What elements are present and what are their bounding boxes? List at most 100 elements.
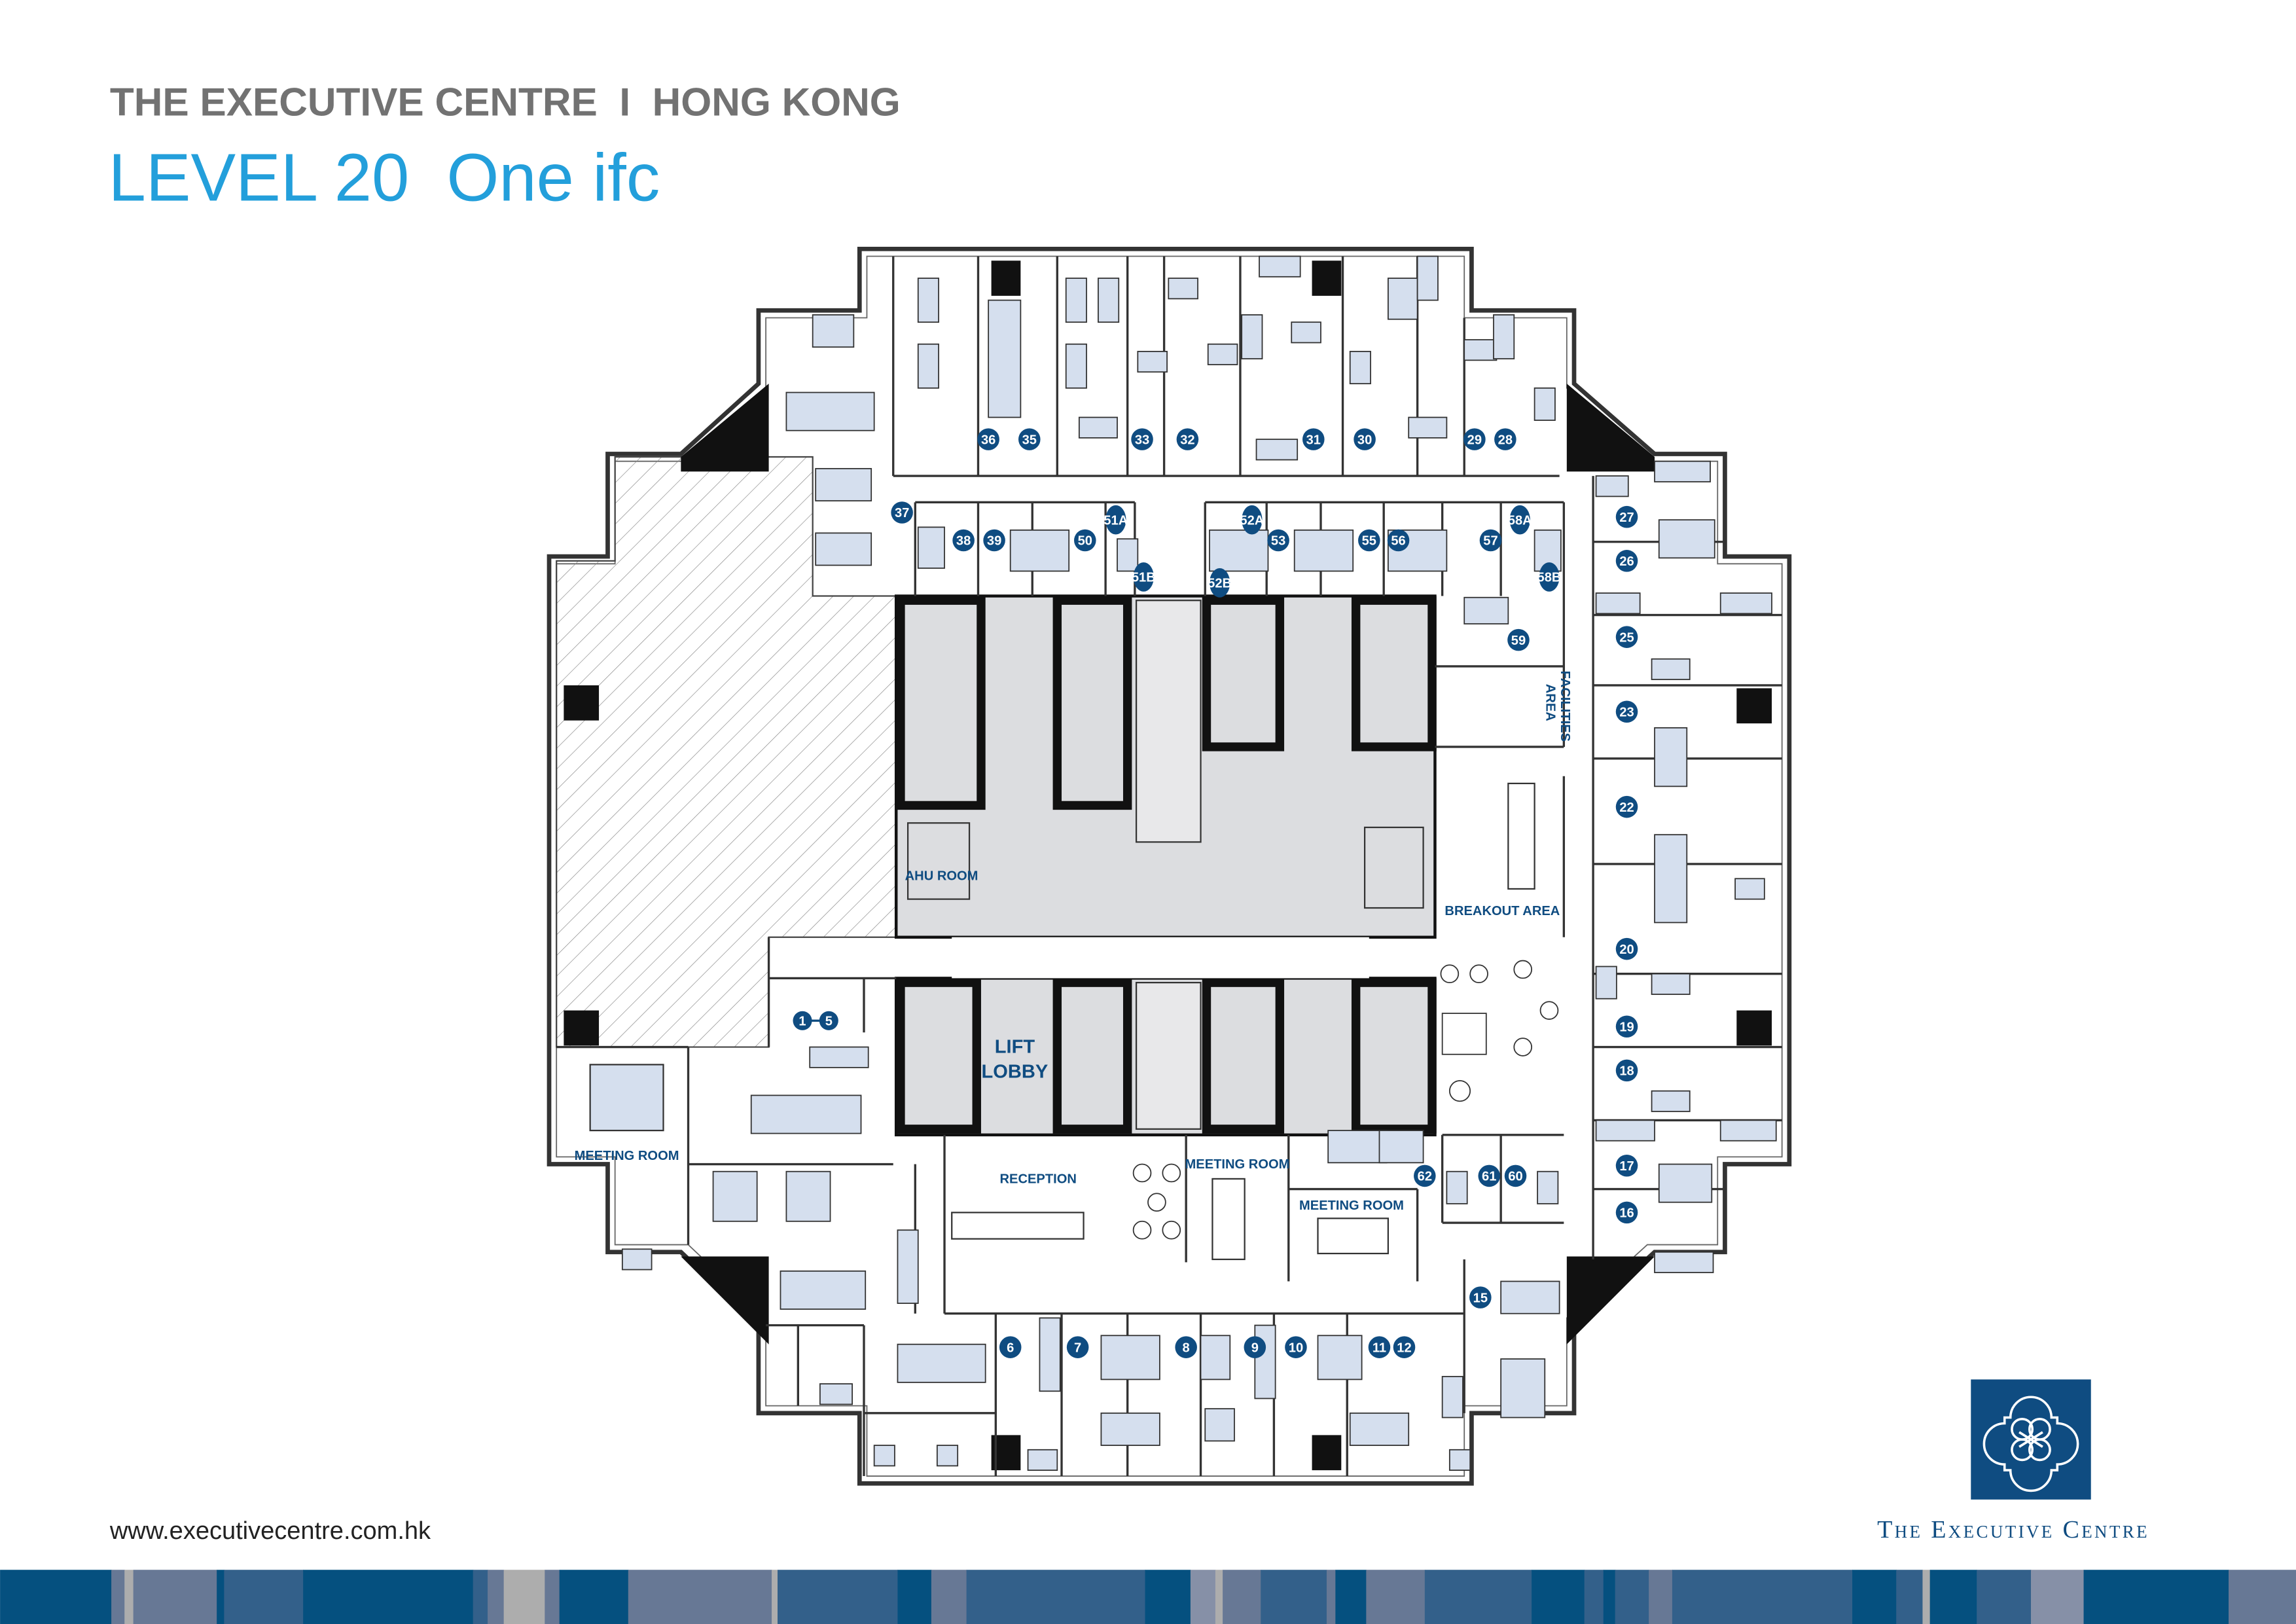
desk bbox=[621, 1248, 653, 1271]
desk bbox=[1009, 529, 1070, 572]
office-badge-19: 19 bbox=[1615, 1015, 1638, 1038]
stripe bbox=[931, 1570, 967, 1624]
desk bbox=[1039, 1317, 1061, 1392]
desk bbox=[1291, 321, 1321, 344]
desk bbox=[1734, 878, 1765, 900]
company-logo bbox=[1971, 1379, 2091, 1500]
desk bbox=[1595, 475, 1629, 497]
footer-stripe-band bbox=[0, 1570, 2296, 1624]
office-number: 39 bbox=[987, 534, 1001, 549]
office-badge-58a: 58A bbox=[1508, 505, 1532, 535]
desk bbox=[1378, 1130, 1424, 1164]
desk bbox=[1500, 1358, 1546, 1418]
office-badge-57: 57 bbox=[1479, 529, 1502, 552]
desk bbox=[1463, 339, 1498, 361]
desk bbox=[785, 1170, 831, 1222]
stripe bbox=[1424, 1570, 1532, 1624]
desk bbox=[1317, 1335, 1363, 1380]
desk bbox=[1658, 1163, 1713, 1203]
desk bbox=[1065, 343, 1087, 389]
stripe bbox=[1145, 1570, 1191, 1624]
stripe bbox=[1584, 1570, 1604, 1624]
desk bbox=[1117, 538, 1139, 572]
desk bbox=[1654, 727, 1688, 787]
office-badge-23: 23 bbox=[1615, 700, 1638, 723]
office-badge-32: 32 bbox=[1176, 428, 1199, 450]
office-number: 57 bbox=[1483, 534, 1498, 549]
office-badge-17: 17 bbox=[1615, 1154, 1638, 1177]
desk bbox=[815, 467, 872, 502]
desk bbox=[1349, 351, 1371, 385]
office-badge-61: 61 bbox=[1478, 1164, 1501, 1187]
stripe bbox=[778, 1570, 899, 1624]
desk bbox=[1027, 1449, 1058, 1471]
desk bbox=[1595, 592, 1641, 615]
meeting-table-centre bbox=[1211, 1178, 1246, 1261]
office-badge-51a: 51A bbox=[1103, 505, 1128, 535]
office-number: 51A bbox=[1103, 513, 1128, 528]
stripe bbox=[628, 1570, 772, 1624]
office-number: 51B bbox=[1132, 571, 1156, 585]
desk bbox=[1387, 278, 1418, 320]
stripe bbox=[2083, 1570, 2229, 1624]
office-number: 58B bbox=[1537, 571, 1562, 585]
desk bbox=[812, 314, 855, 348]
desk bbox=[1719, 1119, 1777, 1142]
desk bbox=[1500, 1280, 1560, 1314]
office-number: 25 bbox=[1619, 630, 1634, 645]
stripe bbox=[217, 1570, 225, 1624]
office-badge-20: 20 bbox=[1615, 937, 1638, 960]
desk bbox=[1207, 343, 1238, 365]
office-badge-6: 6 bbox=[999, 1336, 1022, 1358]
desk bbox=[1065, 278, 1087, 323]
office-number: 27 bbox=[1619, 511, 1634, 525]
office-badge-30: 30 bbox=[1354, 428, 1376, 450]
desk bbox=[1408, 416, 1448, 439]
brand-name: The Executive Centre bbox=[1877, 1516, 2149, 1543]
desk bbox=[1416, 255, 1439, 301]
stripe bbox=[1922, 1570, 1931, 1624]
meeting-table-west bbox=[589, 1064, 664, 1132]
office-number: 20 bbox=[1619, 943, 1634, 957]
office-number: 7 bbox=[1074, 1341, 1081, 1355]
office-badge-52b: 52B bbox=[1208, 568, 1232, 598]
office-number: 23 bbox=[1619, 705, 1634, 719]
stripe bbox=[2031, 1570, 2085, 1624]
stripe bbox=[1603, 1570, 1616, 1624]
stripe bbox=[0, 1570, 112, 1624]
desk bbox=[897, 1229, 919, 1304]
office-number: 52B bbox=[1208, 577, 1232, 591]
office-number: 29 bbox=[1467, 433, 1482, 447]
stripe bbox=[1977, 1570, 2032, 1624]
website-url[interactable]: www.executivecentre.com.hk bbox=[109, 1517, 431, 1545]
building-core bbox=[894, 594, 1437, 1137]
office-number: 9 bbox=[1251, 1341, 1259, 1355]
office-number: 38 bbox=[956, 534, 971, 549]
desk bbox=[1654, 1251, 1714, 1273]
office-badge-16: 16 bbox=[1615, 1201, 1638, 1224]
desk bbox=[1255, 439, 1299, 461]
office-number: 31 bbox=[1306, 433, 1321, 447]
desk bbox=[936, 1445, 959, 1467]
office-number: 10 bbox=[1289, 1341, 1303, 1355]
label-lift: LIFT bbox=[995, 1037, 1035, 1058]
office-number: 6 bbox=[1007, 1341, 1014, 1355]
stripe bbox=[1615, 1570, 1649, 1624]
office-badge-26: 26 bbox=[1615, 550, 1638, 572]
desk bbox=[1658, 519, 1715, 559]
stripe bbox=[1261, 1570, 1327, 1624]
office-number: 11 bbox=[1372, 1341, 1386, 1355]
office-number: 30 bbox=[1357, 433, 1372, 447]
office-badge-55: 55 bbox=[1358, 529, 1380, 552]
desk bbox=[1651, 973, 1691, 995]
stripe bbox=[133, 1570, 217, 1624]
office-number: 33 bbox=[1135, 433, 1149, 447]
office-number: 50 bbox=[1078, 534, 1092, 549]
desk bbox=[1168, 278, 1198, 300]
office-badge-27: 27 bbox=[1615, 505, 1638, 528]
office-badge-22: 22 bbox=[1615, 795, 1638, 818]
label-reception: RECEPTION bbox=[1000, 1172, 1077, 1187]
desk bbox=[1651, 1090, 1691, 1112]
desk bbox=[1493, 314, 1515, 359]
